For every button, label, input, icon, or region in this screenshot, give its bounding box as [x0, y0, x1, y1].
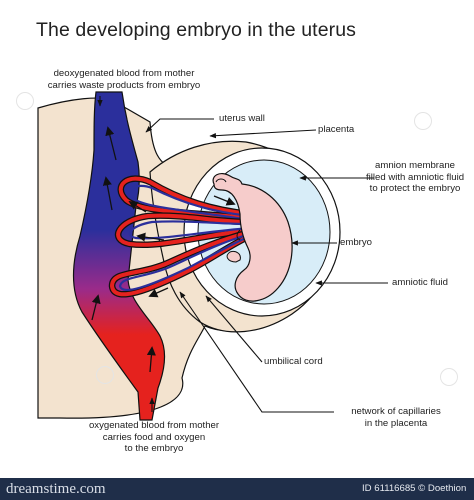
pointer-capillaries [179, 291, 334, 413]
label-capillary-network: network of capillaries in the placenta [351, 406, 441, 429]
blood-flow-arrow [136, 232, 165, 242]
embryo-eye [215, 178, 227, 183]
label-deoxygenated-blood: deoxygenated blood from mother carries w… [47, 68, 201, 91]
capillary-network [108, 175, 254, 298]
label-amnion-membrane: amnion membrane filled with amniotic flu… [365, 160, 465, 195]
embryo-tail [236, 229, 241, 241]
embryo-limb-bud [226, 251, 241, 263]
blood-flow-arrow [105, 126, 117, 161]
blood-flow-arrow [128, 201, 147, 213]
embryo [212, 172, 293, 302]
watermark-swirl [16, 92, 34, 110]
image-id: ID 61116685 © Doethion [362, 483, 467, 494]
blood-flow-arrows [91, 126, 236, 373]
embryo-diagram [37, 91, 388, 421]
blood-flow-arrow [146, 346, 156, 373]
diagram-title: The developing embryo in the uterus [36, 19, 357, 41]
pointer-umbilical-cord [205, 295, 263, 363]
label-pointers [97, 96, 388, 413]
label-oxygenated-blood: oxygenated blood from mother carries foo… [88, 420, 220, 455]
maternal-blood-vessel [72, 91, 166, 421]
label-umbilical-cord: umbilical cord [264, 356, 323, 367]
watermark-swirl [96, 366, 114, 384]
blood-flow-arrow [148, 287, 169, 298]
watermark-swirl [440, 368, 458, 386]
label-amniotic-fluid: amniotic fluid [392, 277, 448, 288]
stock-logo-mark: dreamstime.com [6, 481, 106, 497]
watermark-swirl [414, 112, 432, 130]
blood-flow-arrow [102, 176, 113, 211]
label-uterus-wall: uterus wall [219, 113, 265, 124]
pointer-placenta [209, 129, 317, 139]
blood-flow-arrow [213, 195, 236, 206]
label-placenta: placenta [318, 124, 355, 135]
label-embryo: embryo [340, 237, 372, 248]
footer-bar: dreamstime.com ID 61116685 © Doethion [0, 478, 474, 500]
pointer-uterus-wall [145, 118, 214, 133]
blood-flow-arrow [91, 294, 101, 321]
